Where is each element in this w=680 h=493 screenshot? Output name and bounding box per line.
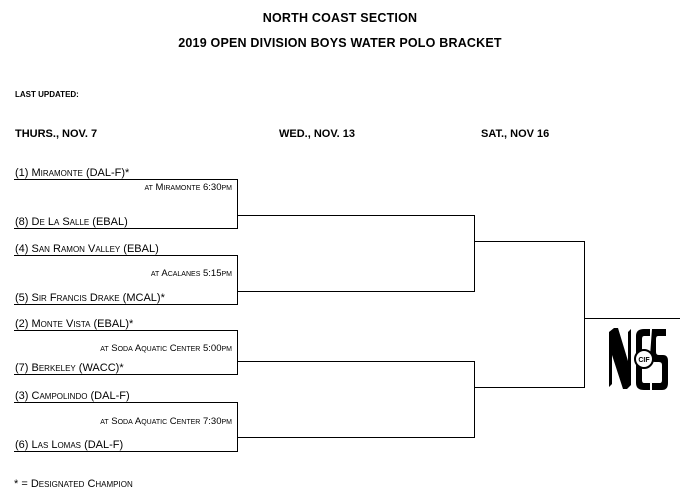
last-updated-label: LAST UPDATED: (15, 90, 79, 99)
round-3-header: SAT., NOV 16 (481, 128, 550, 140)
match-1-venue: at Miramonte 6:30pm (144, 182, 232, 193)
team-las-lomas: (6) Las Lomas (DAL-F) (15, 439, 124, 451)
match-2-venue: at Acalanes 5:15pm (150, 268, 232, 279)
match-4-venue: at Soda Aquatic Center 7:30pm (100, 416, 232, 427)
team-monte-vista: (2) Monte Vista (EBAL)* (15, 318, 134, 330)
match-3-venue: at Soda Aquatic Center 5:00pm (100, 343, 232, 354)
team-miramonte: (1) Miramonte (DAL-F)* (15, 167, 130, 179)
team-san-ramon-valley: (4) San Ramon Valley (EBAL) (15, 243, 159, 255)
svg-text:CIF: CIF (638, 357, 650, 364)
team-berkeley: (7) Berkeley (WACC)* (15, 362, 124, 374)
page-title: NORTH COAST SECTION (262, 11, 418, 25)
team-sir-francis-drake: (5) Sir Francis Drake (MCAL)* (15, 292, 165, 304)
round-2-header: WED., NOV. 13 (279, 128, 356, 140)
legend-note: * = Designated Champion (14, 478, 133, 490)
round-1-header: THURS., NOV. 7 (15, 128, 98, 140)
team-campolindo: (3) Campolindo (DAL-F) (15, 390, 130, 402)
page-subtitle: 2019 OPEN DIVISION BOYS WATER POLO BRACK… (178, 36, 502, 50)
team-de-la-salle: (8) De La Salle (EBAL) (15, 216, 128, 228)
ncs-logo: CIF (606, 327, 670, 398)
